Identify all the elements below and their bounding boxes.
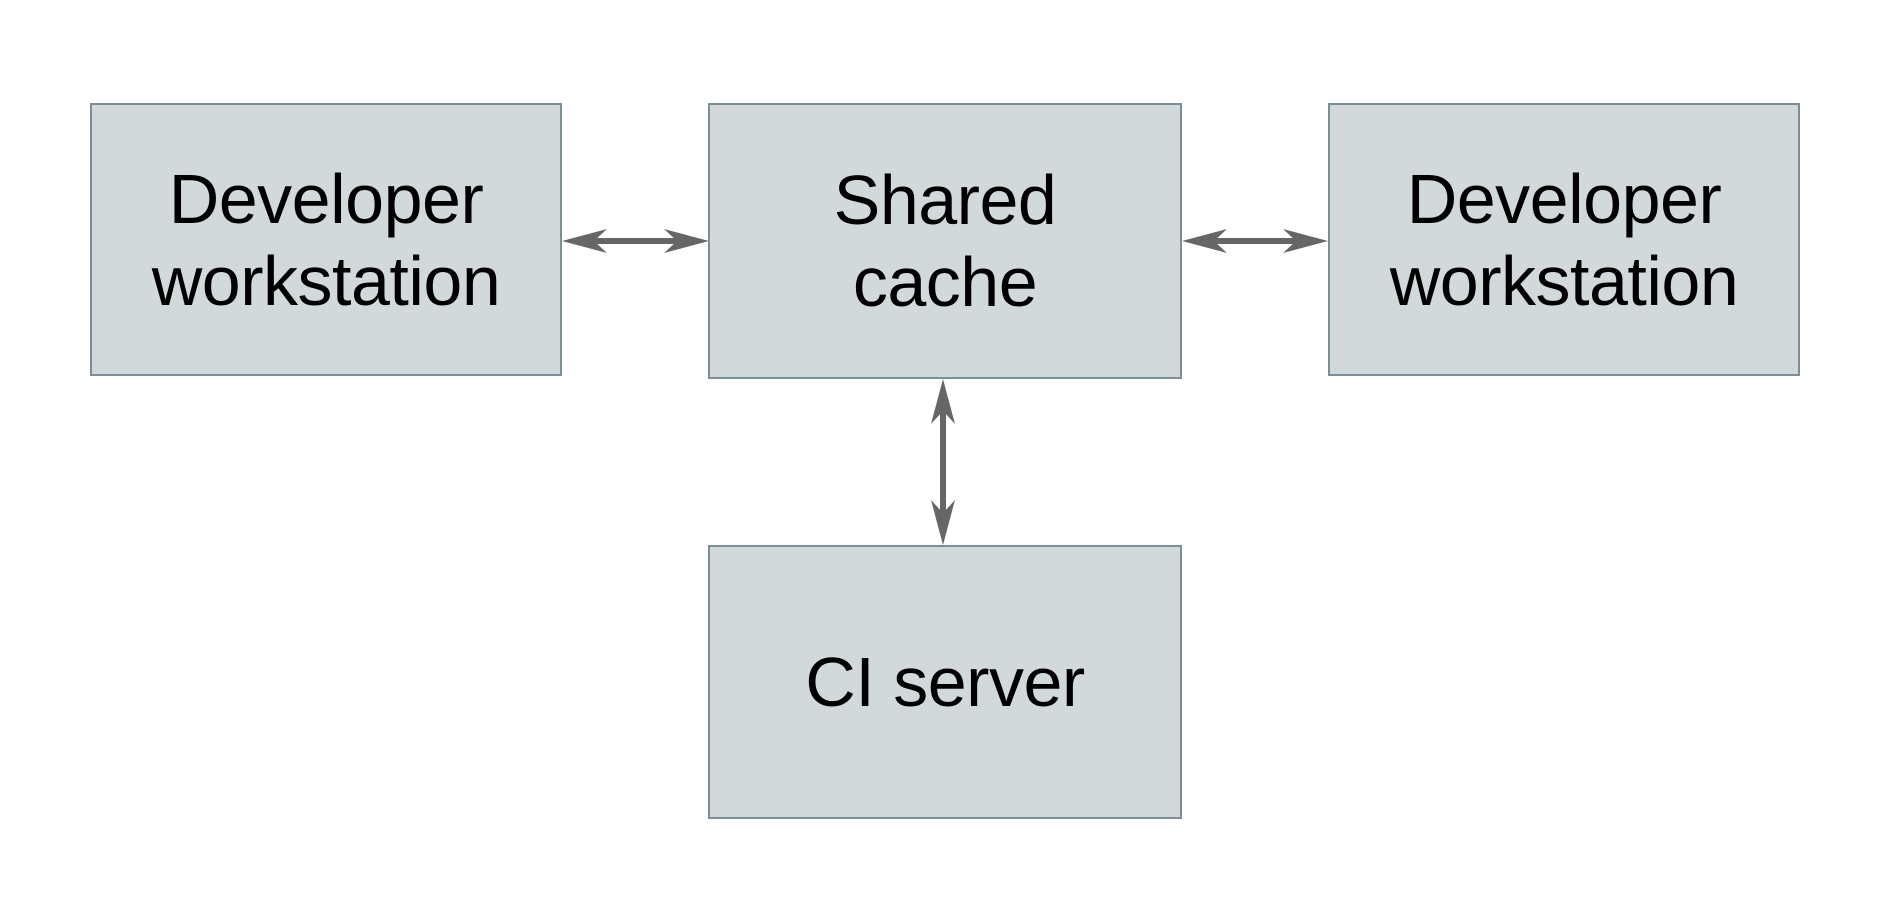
node-label: Developer workstation — [151, 159, 501, 320]
arrowhead-left-icon — [562, 229, 607, 253]
bidirectional-arrow-cache-right — [1182, 229, 1328, 253]
bidirectional-arrow-cache-ci — [931, 379, 955, 545]
node-label: CI server — [805, 643, 1085, 721]
node-developer-workstation-left: Developer workstation — [90, 103, 562, 376]
arrowhead-right-icon — [664, 229, 709, 253]
node-ci-server: CI server — [708, 545, 1182, 819]
arrowhead-left-icon — [1182, 229, 1227, 253]
arrowhead-right-icon — [1283, 229, 1328, 253]
arrowhead-down-icon — [931, 500, 955, 545]
node-shared-cache: Shared cache — [708, 103, 1182, 379]
node-label: Shared cache — [833, 161, 1057, 321]
arrowhead-up-icon — [931, 379, 955, 424]
bidirectional-arrow-left-cache — [562, 229, 709, 253]
node-developer-workstation-right: Developer workstation — [1328, 103, 1800, 376]
node-label: Developer workstation — [1389, 159, 1739, 320]
